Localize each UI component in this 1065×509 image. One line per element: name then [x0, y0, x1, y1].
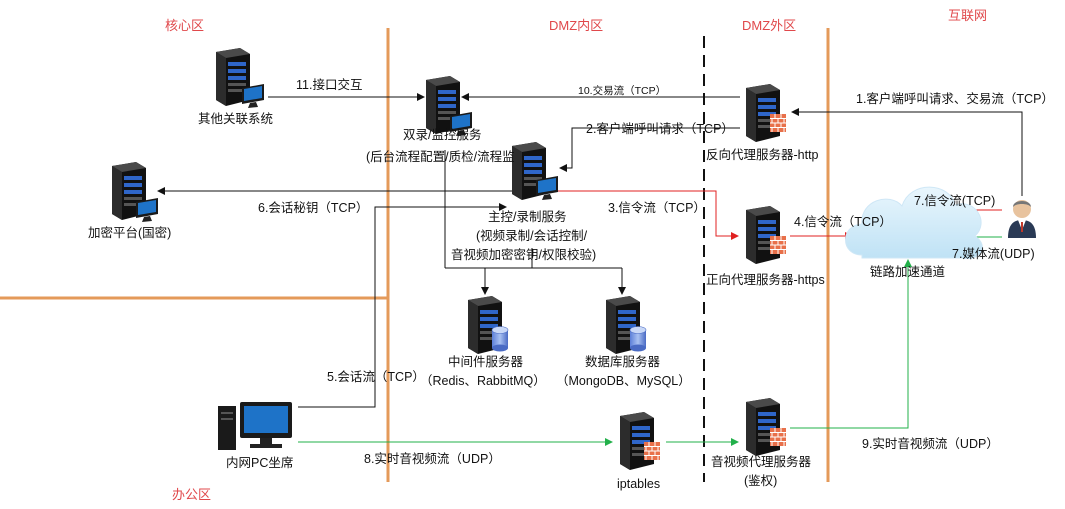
- av-proxy-label-1: 音视频代理服务器: [711, 454, 812, 469]
- iptables-firewall-icon: [620, 412, 661, 470]
- pc-seat-computer-icon: [218, 402, 292, 450]
- flow-7a-label: 7.信令流(TCP): [914, 193, 995, 208]
- flow-6-label: 6.会话秘钥（TCP）: [258, 201, 368, 215]
- flow-11-label: 11.接口交互: [296, 77, 362, 92]
- middleware-server-icon: [468, 296, 509, 354]
- flow-7b-label: 7.媒体流(UDP): [952, 247, 1035, 261]
- flow-1-line: [791, 108, 1023, 196]
- flow-5-line: [298, 203, 507, 408]
- flow-9-line: [790, 259, 912, 429]
- iptables-label: iptables: [617, 477, 660, 491]
- flow-1-label: 1.客户端呼叫请求、交易流（TCP）: [856, 91, 1054, 106]
- crypto-platform-label: 加密平台(国密): [88, 225, 171, 240]
- pc-seat-label: 内网PC坐席: [226, 455, 293, 470]
- flow-2-line: [559, 127, 740, 172]
- av-proxy-label-2: (鉴权): [744, 473, 777, 488]
- zone-internet-label: 互联网: [948, 8, 987, 23]
- database-label-1: 数据库服务器: [585, 354, 661, 369]
- av-proxy-firewall-icon: [746, 398, 787, 456]
- crypto-platform-server-icon: [112, 162, 158, 222]
- flow-10-label: 10.交易流（TCP）: [578, 84, 666, 97]
- main-control-server-icon: [512, 142, 558, 200]
- zone-dmz-inner-label: DMZ内区: [549, 18, 603, 33]
- link-acceleration-cloud-icon: [845, 186, 983, 260]
- flow-2-label: 2.客户端呼叫请求（TCP）: [586, 121, 734, 136]
- flow-9-label: 9.实时音视频流（UDP）: [862, 436, 999, 451]
- zone-core-label: 核心区: [165, 18, 204, 33]
- other-systems-server-icon: [216, 48, 264, 108]
- reverse-proxy-firewall-icon: [746, 84, 787, 142]
- dual-record-label-1: 双录/监控服务: [403, 127, 481, 142]
- main-control-label-1: 主控/录制服务: [488, 209, 566, 224]
- cloud-label: 链路加速通道: [870, 264, 946, 279]
- main-control-label-2: (视频录制/会话控制/: [476, 228, 588, 243]
- reverse-proxy-label: 反向代理服务器-http: [706, 147, 819, 162]
- other-systems-label: 其他关联系统: [198, 112, 273, 126]
- flow-4-label: 4.信令流（TCP）: [794, 214, 892, 229]
- database-server-icon: [606, 296, 647, 354]
- database-label-2: （MongoDB、MySQL）: [556, 374, 691, 388]
- dual-record-server-icon: [426, 76, 472, 136]
- main-control-label-3: 音视频加密密钥/权限校验): [451, 247, 596, 262]
- forward-proxy-label: 正向代理服务器-https: [706, 272, 825, 287]
- flow-8-label: 8.实时音视频流（UDP）: [364, 451, 501, 466]
- flow-5-label: 5.会话流（TCP）: [327, 370, 425, 384]
- middleware-label-1: 中间件服务器: [448, 354, 524, 369]
- zone-office-label: 办公区: [172, 487, 211, 502]
- flow-3-line: [556, 190, 739, 240]
- middleware-label-2: （Redis、RabbitMQ）: [420, 374, 546, 388]
- user-person-icon: [1008, 200, 1036, 238]
- dual-record-label-2: (后台流程配置/质检/流程监: [366, 149, 515, 164]
- zone-dmz-outer-label: DMZ外区: [742, 18, 796, 33]
- flow-3-label: 3.信令流（TCP）: [608, 200, 706, 215]
- forward-proxy-firewall-icon: [746, 206, 787, 264]
